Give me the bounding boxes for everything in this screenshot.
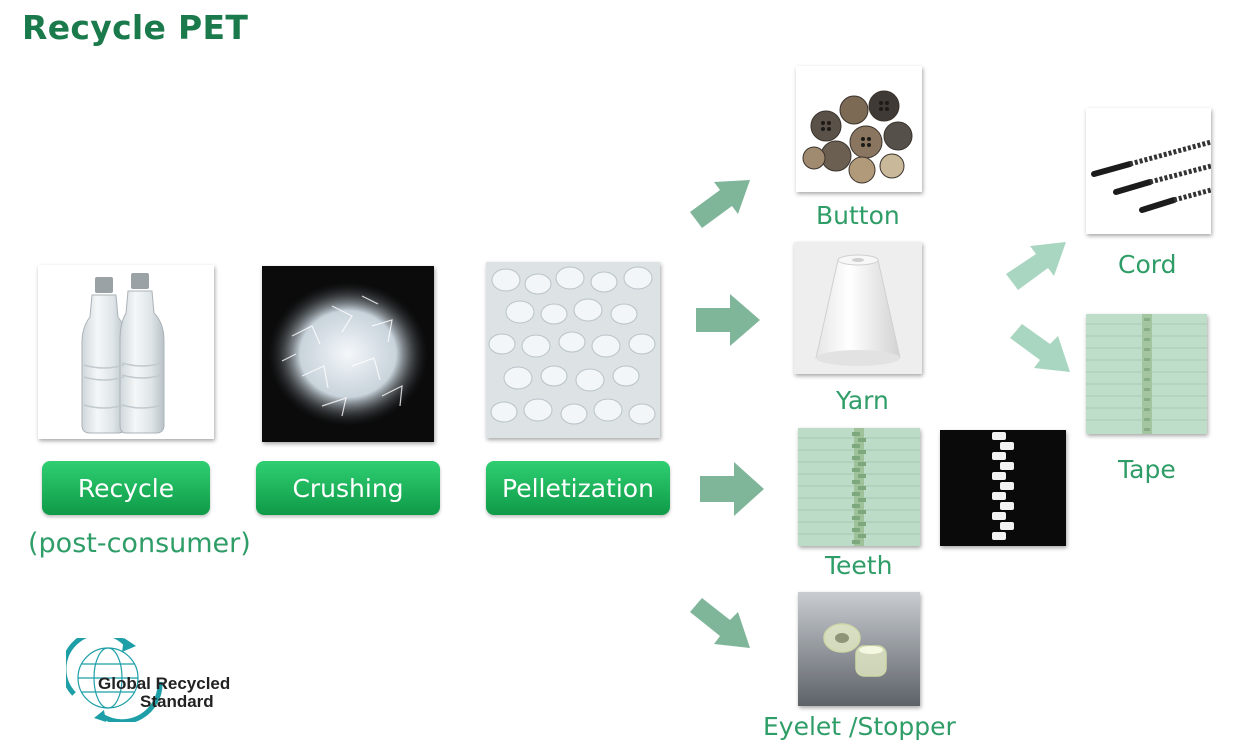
cord-label: Cord — [1118, 250, 1177, 279]
eyelet-stopper-image — [798, 592, 920, 706]
zipper-teeth-image — [798, 428, 920, 546]
tape-label: Tape — [1118, 455, 1176, 484]
logo-line2: Standard — [140, 692, 214, 711]
arrow-to-tape-icon — [1010, 324, 1070, 372]
black-zipper-image — [940, 430, 1066, 546]
arrow-to-cord-icon — [1006, 242, 1066, 290]
arrow-to-eyelet-icon — [690, 598, 750, 648]
pellets-image — [486, 262, 660, 438]
recycle-step-button[interactable]: Recycle — [42, 461, 210, 515]
crushed-flakes-image — [262, 266, 434, 442]
arrow-to-button-icon — [690, 180, 750, 228]
yarn-image — [794, 242, 922, 374]
bottles-image — [38, 265, 214, 439]
arrow-to-yarn-icon — [696, 294, 760, 346]
tape-image — [1086, 314, 1207, 434]
teeth-label: Teeth — [825, 551, 893, 580]
cords-image — [1086, 108, 1211, 234]
logo-line1: Global Recycled — [98, 674, 231, 693]
crushing-step-button[interactable]: Crushing — [256, 461, 440, 515]
page-title: Recycle PET — [22, 8, 249, 47]
global-recycled-standard-logo: Global Recycled Standard — [61, 630, 246, 725]
yarn-label: Yarn — [836, 386, 889, 415]
button-label: Button — [816, 201, 900, 230]
arrow-to-teeth-icon — [700, 462, 764, 516]
buttons-image — [796, 66, 922, 192]
eyelet-stopper-label: Eyelet /Stopper — [763, 712, 956, 741]
pelletization-step-button[interactable]: Pelletization — [486, 461, 670, 515]
recycle-sublabel: (post-consumer) — [28, 528, 251, 559]
